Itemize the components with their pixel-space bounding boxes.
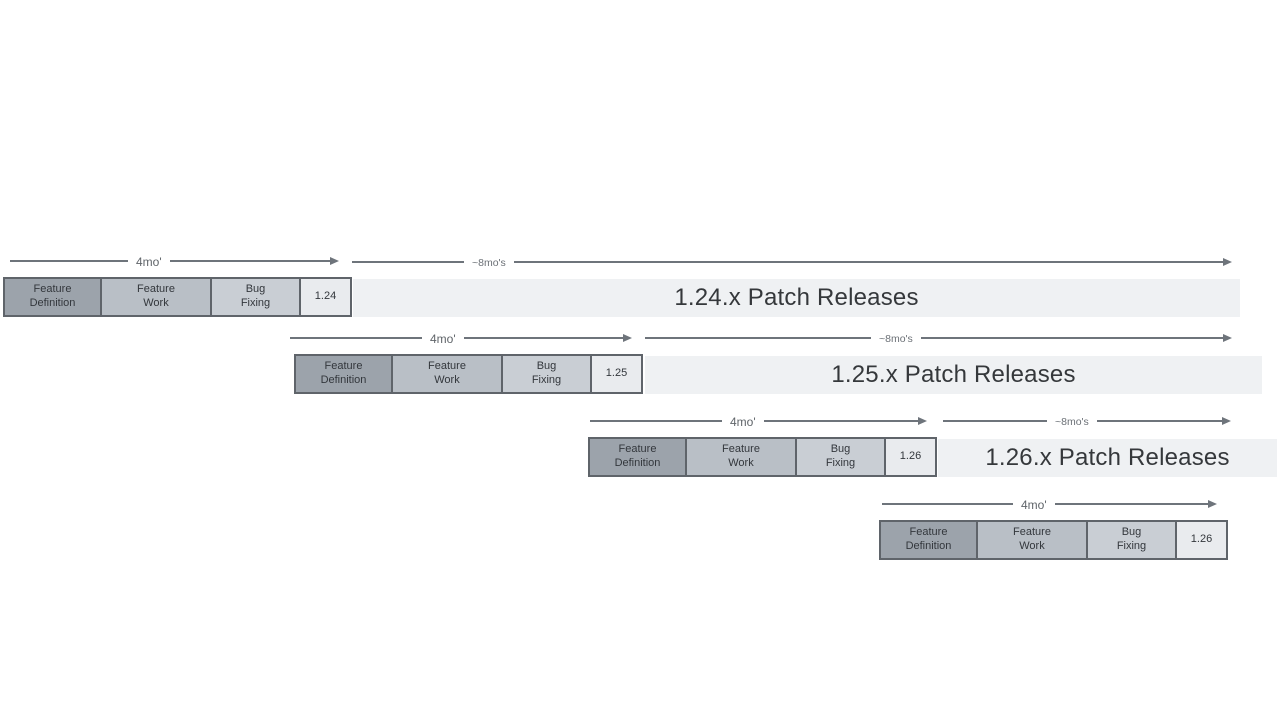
arrowhead-icon [918, 417, 927, 425]
patch-duration-arrow: ~8mo's [943, 413, 1231, 429]
arrow-line [920, 337, 1223, 339]
arrow-line [590, 420, 722, 422]
arrowhead-icon [1208, 500, 1217, 508]
dev-duration-label: 4mo' [430, 332, 456, 346]
patch-duration-label: ~8mo's [1055, 415, 1089, 428]
phase-feature-definition: Feature Definition [296, 356, 393, 392]
arrow-line [352, 261, 464, 263]
arrow-line [1054, 503, 1208, 505]
arrowhead-icon [1223, 258, 1232, 266]
patch-duration-arrow: ~8mo's [645, 330, 1232, 346]
arrow-line [882, 503, 1013, 505]
arrow-line [463, 337, 623, 339]
phase-feature-definition: Feature Definition [590, 439, 687, 475]
arrowhead-icon [1222, 417, 1231, 425]
phase-feature-definition: Feature Definition [881, 522, 978, 558]
version-box: 1.24 [301, 279, 350, 315]
release-cycle-boxes: Feature Definition Feature Work Bug Fixi… [3, 277, 352, 317]
dev-duration-label: 4mo' [1021, 498, 1047, 512]
patch-duration-label: ~8mo's [879, 332, 913, 345]
dev-duration-label: 4mo' [730, 415, 756, 429]
patch-releases-bar: 1.24.x Patch Releases [353, 279, 1240, 317]
arrow-line [290, 337, 422, 339]
phase-feature-work: Feature Work [393, 356, 503, 392]
dev-duration-arrow: 4mo' [10, 253, 339, 269]
patch-releases-bar: 1.26.x Patch Releases [938, 439, 1277, 477]
arrow-line [10, 260, 128, 262]
arrowhead-icon [623, 334, 632, 342]
arrow-line [943, 420, 1047, 422]
dev-duration-label: 4mo' [136, 255, 162, 269]
patch-duration-label: ~8mo's [472, 256, 506, 269]
arrowhead-icon [1223, 334, 1232, 342]
phase-feature-work: Feature Work [102, 279, 212, 315]
phase-bug-fixing: Bug Fixing [212, 279, 301, 315]
phase-feature-work: Feature Work [687, 439, 797, 475]
arrow-line [169, 260, 330, 262]
phase-bug-fixing: Bug Fixing [797, 439, 886, 475]
phase-bug-fixing: Bug Fixing [503, 356, 592, 392]
dev-duration-arrow: 4mo' [590, 413, 927, 429]
patch-duration-arrow: ~8mo's [352, 254, 1232, 270]
arrow-line [1096, 420, 1222, 422]
arrow-line [645, 337, 871, 339]
phase-feature-work: Feature Work [978, 522, 1088, 558]
release-cycle-boxes: Feature Definition Feature Work Bug Fixi… [879, 520, 1228, 560]
version-box: 1.26 [1177, 522, 1226, 558]
arrow-line [763, 420, 918, 422]
phase-bug-fixing: Bug Fixing [1088, 522, 1177, 558]
release-cycle-boxes: Feature Definition Feature Work Bug Fixi… [588, 437, 937, 477]
arrow-line [513, 261, 1223, 263]
patch-releases-bar: 1.25.x Patch Releases [645, 356, 1262, 394]
version-box: 1.26 [886, 439, 935, 475]
release-cycle-boxes: Feature Definition Feature Work Bug Fixi… [294, 354, 643, 394]
version-box: 1.25 [592, 356, 641, 392]
dev-duration-arrow: 4mo' [290, 330, 632, 346]
phase-feature-definition: Feature Definition [5, 279, 102, 315]
arrowhead-icon [330, 257, 339, 265]
dev-duration-arrow: 4mo' [882, 496, 1217, 512]
